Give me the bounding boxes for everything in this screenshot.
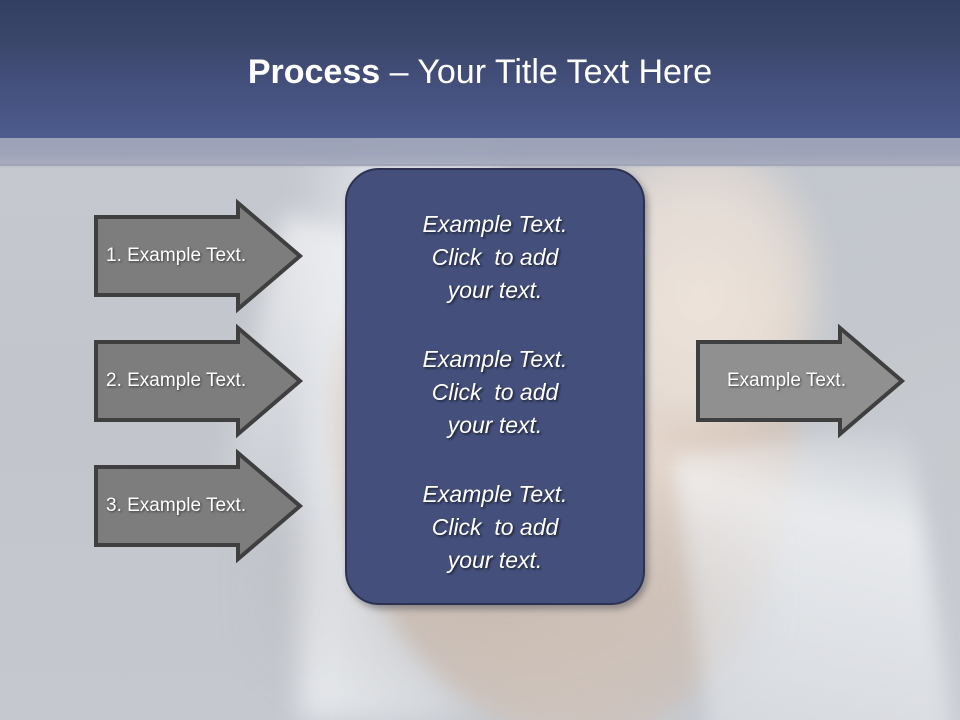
panel-block-3-line-2: Click to add bbox=[431, 514, 559, 540]
panel-block-3-line-1: Example Text. bbox=[422, 481, 568, 507]
process-output-arrow-label: Example Text. bbox=[727, 370, 846, 391]
title-underbar bbox=[0, 138, 960, 166]
panel-block-3-line-3: your text. bbox=[447, 547, 543, 573]
panel-block-1-line-3: your text. bbox=[447, 277, 543, 303]
panel-text-block-3: Example Text. Click to add your text. bbox=[347, 478, 643, 577]
panel-block-1-line-1: Example Text. bbox=[422, 211, 568, 237]
process-input-arrow-1[interactable]: 1. Example Text. bbox=[93, 198, 304, 314]
process-detail-panel[interactable]: Example Text. Click to add your text. Ex… bbox=[345, 168, 645, 605]
panel-block-2-line-3: your text. bbox=[447, 412, 543, 438]
right-arrow-icon bbox=[94, 198, 304, 314]
process-input-arrow-2[interactable]: 2. Example Text. bbox=[93, 323, 304, 439]
right-arrow-icon bbox=[94, 323, 304, 439]
right-arrow-icon bbox=[94, 448, 304, 564]
right-arrow-icon bbox=[696, 323, 906, 439]
page-title-rest: – Your Title Text Here bbox=[380, 53, 713, 91]
process-input-arrow-3-label: 3. Example Text. bbox=[106, 495, 247, 516]
title-band: Process – Your Title Text Here bbox=[0, 0, 960, 138]
panel-block-2-line-1: Example Text. bbox=[422, 346, 568, 372]
process-output-arrow[interactable]: Example Text. bbox=[695, 323, 906, 439]
panel-text-block-1: Example Text. Click to add your text. bbox=[347, 208, 643, 307]
process-input-arrow-1-label: 1. Example Text. bbox=[106, 245, 247, 266]
panel-block-1-line-2: Click to add bbox=[431, 244, 559, 270]
page-title-emphasis: Process bbox=[247, 53, 381, 91]
process-input-arrow-3[interactable]: 3. Example Text. bbox=[93, 448, 304, 564]
page-title: Process – Your Title Text Here bbox=[0, 52, 960, 92]
title-underbar-shadow bbox=[0, 164, 960, 168]
panel-text-block-2: Example Text. Click to add your text. bbox=[347, 343, 643, 442]
panel-block-2-line-2: Click to add bbox=[431, 379, 559, 405]
process-input-arrow-2-label: 2. Example Text. bbox=[106, 370, 247, 391]
